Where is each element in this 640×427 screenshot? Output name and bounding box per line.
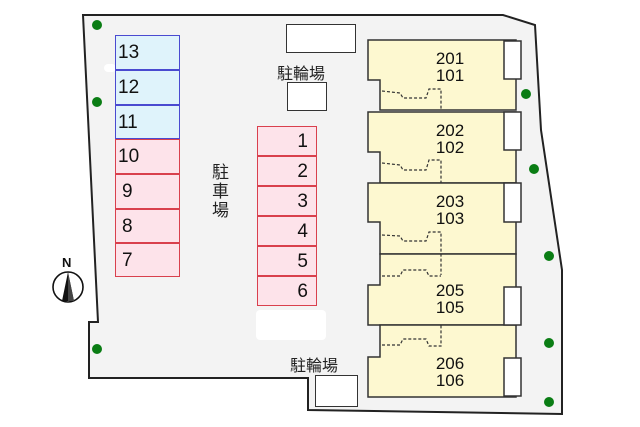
stall-number: 1	[297, 130, 308, 152]
bike-parking-top-b[interactable]	[287, 82, 327, 111]
tree-icon	[92, 97, 102, 107]
unit-upper-number: 205	[435, 281, 465, 300]
unit-upper-number: 201	[435, 49, 465, 68]
parking-lot-label: 駐車場	[209, 163, 228, 220]
parking-stall-2[interactable]: 2	[257, 156, 317, 186]
stall-number: 8	[122, 215, 133, 237]
stall-number: 10	[118, 146, 140, 167]
parking-stall-8[interactable]: 8	[115, 209, 180, 243]
stall-number: 9	[122, 181, 133, 202]
unit-upper-number: 203	[435, 192, 465, 211]
bike-parking-top-label: 駐輪場	[277, 66, 326, 83]
tree-icon	[92, 20, 102, 30]
parking-stall-5[interactable]: 5	[257, 246, 317, 276]
stall-number: 5	[297, 250, 308, 272]
whitespace-patch	[256, 310, 326, 340]
bike-parking-top-a[interactable]	[286, 24, 356, 53]
compass-icon	[52, 271, 84, 303]
stall-number: 4	[297, 220, 308, 242]
stall-number: 13	[118, 42, 140, 63]
parking-stall-10[interactable]: 10	[115, 139, 180, 174]
stall-number: 12	[118, 77, 140, 98]
parking-stall-3[interactable]: 3	[257, 186, 317, 216]
parking-stall-13[interactable]: 13	[115, 35, 180, 70]
bike-parking-bottom[interactable]	[315, 375, 358, 407]
parking-stall-11[interactable]: 11	[115, 105, 180, 139]
unit-upper-number: 206	[435, 354, 465, 373]
stall-number: 7	[122, 249, 133, 271]
tree-icon	[521, 89, 531, 99]
tree-icon	[92, 344, 102, 354]
stall-number: 6	[297, 280, 308, 302]
tree-icon	[529, 164, 539, 174]
parking-stall-1[interactable]: 1	[257, 126, 317, 156]
unit-lower-number: 105	[435, 298, 465, 317]
parking-stall-4[interactable]: 4	[257, 216, 317, 246]
unit-lower-number: 103	[435, 209, 465, 228]
stall-number: 3	[297, 190, 308, 212]
unit-lower-number: 101	[435, 66, 465, 85]
compass-north-label: N	[62, 255, 72, 270]
north-compass: N	[50, 255, 90, 305]
unit-upper-number: 202	[435, 121, 465, 140]
unit-lower-number: 106	[435, 371, 465, 390]
stair-dashed-lines	[381, 88, 442, 347]
whitespace-patch	[104, 64, 116, 72]
tree-icon	[544, 338, 554, 348]
stall-number: 2	[297, 160, 308, 182]
tree-icon	[544, 397, 554, 407]
parking-stall-6[interactable]: 6	[257, 276, 317, 306]
building	[367, 39, 517, 398]
parking-stall-9[interactable]: 9	[115, 174, 180, 209]
unit-lower-number: 102	[435, 138, 465, 157]
parking-stall-7[interactable]: 7	[115, 243, 180, 277]
parking-stall-12[interactable]: 12	[115, 70, 180, 105]
tree-icon	[544, 251, 554, 261]
balconies	[503, 40, 522, 397]
stall-number: 11	[118, 111, 138, 133]
bike-parking-bottom-label: 駐輪場	[290, 358, 339, 375]
